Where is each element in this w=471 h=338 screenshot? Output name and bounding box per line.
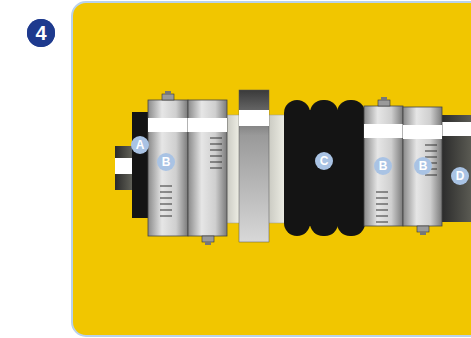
callout-letter: C	[315, 152, 333, 170]
pipe-end	[441, 115, 471, 222]
step-number: 4	[27, 19, 55, 47]
callout-letter: A	[131, 136, 149, 154]
coupling	[239, 90, 269, 242]
callout-letter: D	[451, 167, 469, 185]
callout-letter: B	[157, 153, 175, 171]
coupling-band	[239, 110, 269, 126]
pipe-band	[441, 122, 471, 136]
rubber-bellows	[284, 100, 365, 236]
callout-letter: B	[374, 157, 392, 175]
yellow-panel	[72, 2, 471, 336]
pipe	[268, 115, 286, 223]
pipe	[226, 115, 240, 223]
step-badge	[27, 19, 55, 47]
rubber-ring	[132, 112, 150, 218]
hose-clamp	[148, 91, 188, 236]
hose-clamp	[364, 97, 403, 226]
hose-clamp	[188, 100, 227, 245]
hose-clamp	[403, 107, 442, 235]
callout-letter: B	[414, 157, 432, 175]
